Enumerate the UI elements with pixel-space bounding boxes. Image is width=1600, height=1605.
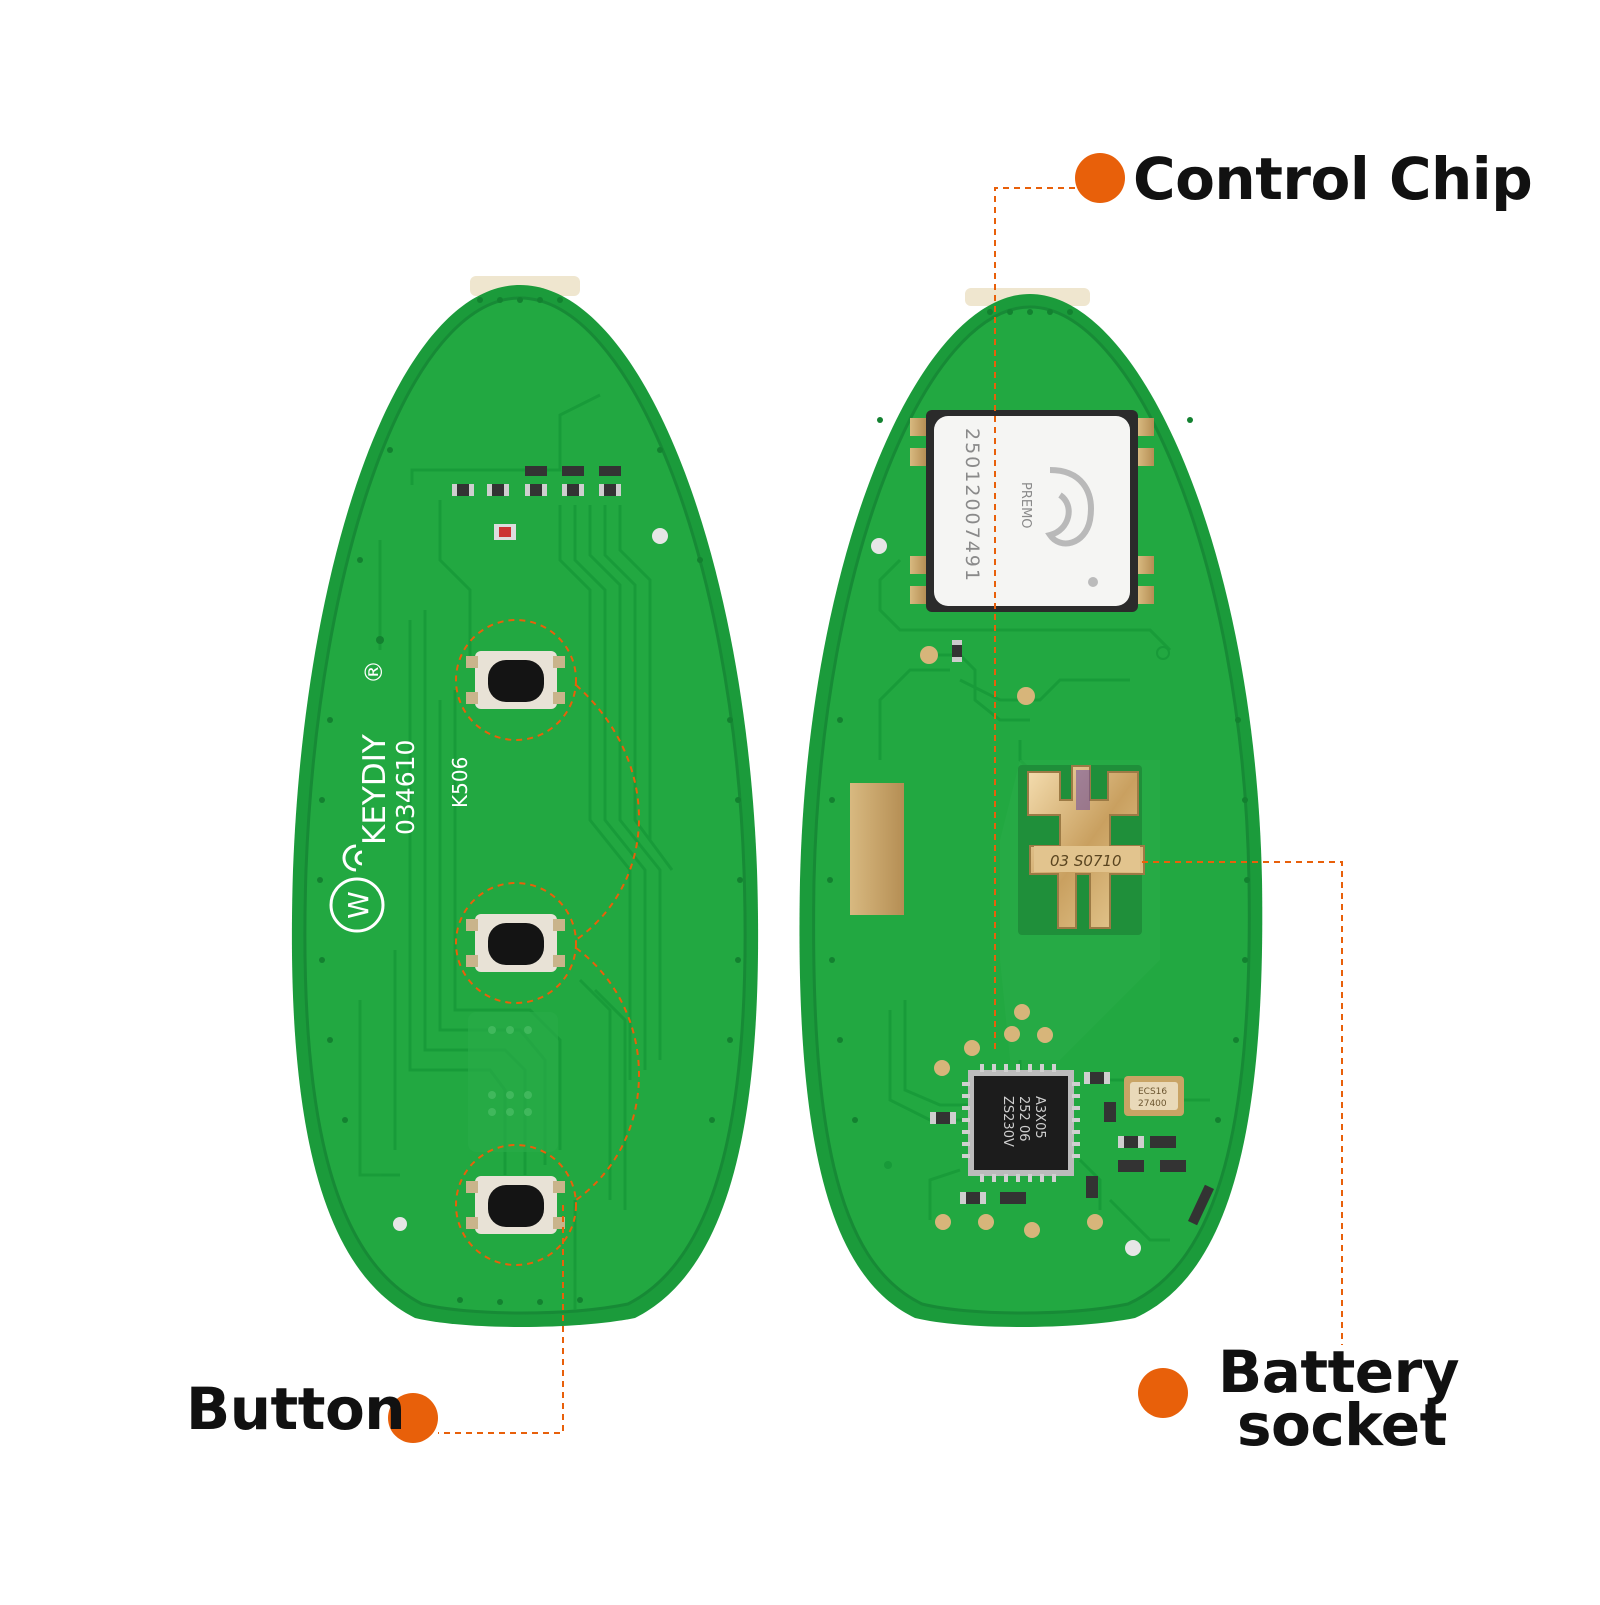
- ic-marking-1: A3X05: [1032, 1096, 1047, 1139]
- right-pcb-board: 25012007491 PREMO 03 S0710: [799, 288, 1263, 1327]
- battery-socket-label-line2: socket: [1237, 1391, 1447, 1459]
- antenna-pad: [850, 783, 904, 915]
- battery-socket-label-line1: Battery: [1218, 1338, 1460, 1406]
- button-highlight-rings: [455, 619, 640, 1266]
- battery-socket-marker-icon: [1138, 1368, 1188, 1418]
- tactile-button-bottom: [466, 1176, 565, 1234]
- chip-serial: 25012007491: [961, 428, 983, 583]
- control-chip-label: Control Chip: [1133, 145, 1533, 213]
- main-ic: A3X05 252 06 ZS230V: [962, 1064, 1080, 1182]
- crystal-marking: ECS16: [1138, 1087, 1167, 1097]
- logo-letter: W: [342, 891, 375, 919]
- part-number-marking: 034610: [391, 740, 420, 835]
- left-pcb-board: W KEYDIY ® 034610 K506: [291, 276, 759, 1327]
- chip-brand: PREMO: [1018, 482, 1033, 529]
- battery-socket: 03 S0710: [1018, 765, 1145, 935]
- brand-marking: KEYDIY: [357, 734, 393, 845]
- battery-clip-marking: 03 S0710: [1050, 852, 1122, 870]
- tactile-button-top: [466, 651, 565, 709]
- crystal-oscillator: ECS16 27400: [1124, 1076, 1184, 1116]
- registered-mark: ®: [360, 660, 388, 684]
- callout-lines: [438, 187, 1343, 1434]
- button-label: Button: [186, 1375, 406, 1443]
- button-marker-icon: [388, 1393, 438, 1443]
- premo-logo-icon: [1045, 467, 1094, 547]
- ic-marking-2: 252 06: [1016, 1096, 1031, 1142]
- crystal-marking-2: 27400: [1138, 1099, 1167, 1109]
- tactile-button-middle: [466, 914, 565, 972]
- left-smd-components: [376, 466, 668, 1231]
- keydiy-logo: W: [329, 877, 385, 933]
- model-marking: K506: [448, 757, 472, 808]
- control-chip: 25012007491 PREMO: [910, 410, 1154, 612]
- ic-marking-3: ZS230V: [1000, 1096, 1015, 1147]
- control-chip-marker-icon: [1075, 153, 1125, 203]
- wireless-icon: [342, 844, 363, 872]
